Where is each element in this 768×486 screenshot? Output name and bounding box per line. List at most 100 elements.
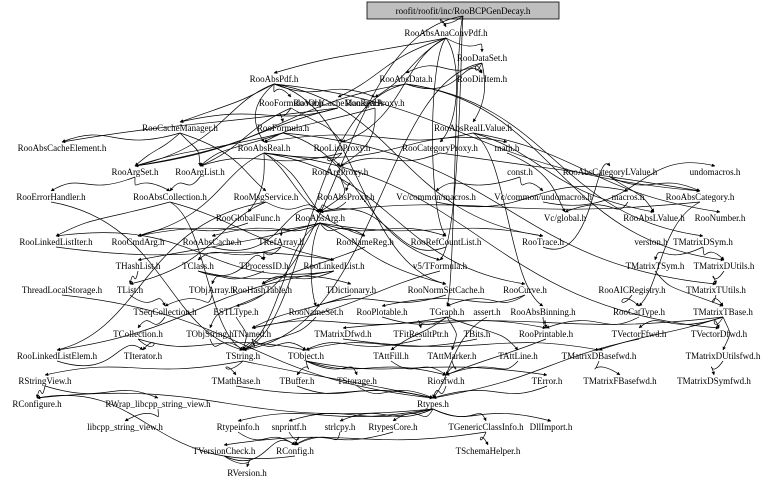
dependency-edge: [381, 294, 526, 308]
header-node: RooAbsRealLValue.h: [434, 123, 512, 133]
dependency-edge: [35, 385, 46, 399]
dependency-edge: [381, 316, 547, 330]
dependency-edge: [197, 254, 265, 277]
header-node: RooArgSet.h: [111, 167, 159, 177]
dependency-edge: [134, 132, 284, 167]
header-node: RooListProxy.h: [314, 143, 371, 153]
dependency-edge: [435, 176, 521, 192]
header-node: RooNumber.h: [695, 213, 746, 223]
dependency-edge: [211, 270, 265, 285]
dependency-edge: [445, 360, 519, 376]
header-node: TError.h: [532, 376, 563, 386]
dependency-edge: [319, 222, 447, 237]
header-node: TMatrixDSymfwd.h: [677, 376, 751, 386]
header-node: TMatrixDUtils.h: [694, 261, 755, 271]
dependency-edge: [290, 107, 343, 143]
dependency-edge: [702, 246, 725, 261]
header-node: RooDirItem.h: [457, 74, 508, 84]
dependency-edge: [61, 294, 434, 400]
header-node: RooAbsCacheElement.h: [18, 143, 107, 153]
dependency-edge: [179, 107, 339, 123]
header-node: RooAbsCategory.h: [666, 192, 735, 202]
dependency-edge: [432, 37, 447, 237]
dependency-edge: [134, 83, 407, 168]
dependency-edge: [164, 294, 213, 307]
dependency-edge: [235, 385, 434, 399]
dependency-edge: [392, 408, 434, 422]
dependency-edge: [129, 294, 166, 307]
header-node: RooNameSet.h: [289, 307, 344, 317]
dependency-edge: [137, 338, 307, 352]
dependency-edge: [273, 83, 447, 285]
dependency-edge: [479, 431, 489, 446]
dependency-edge: [319, 222, 544, 238]
dependency-edge: [235, 15, 464, 308]
dependency-edge: [356, 385, 434, 399]
dependency-edge: [242, 338, 256, 351]
header-node: assert.h: [473, 307, 501, 317]
dependency-edge: [251, 294, 352, 329]
header-node: TList.h: [117, 285, 144, 295]
dependency-edge: [197, 270, 352, 285]
node-labels: roofit/roofit/inc/RooBCPGenDecay.hRooAbs…: [12, 6, 760, 478]
dependency-edge: [472, 132, 721, 214]
dependency-edge: [137, 316, 166, 329]
header-node: ESTLType.h: [213, 307, 259, 317]
dependency-edge: [179, 132, 202, 167]
dependency-edge: [179, 132, 267, 192]
header-node: Riosfwd.h: [427, 376, 465, 386]
dependency-edge: [137, 222, 321, 238]
header-node: TProcessID.h: [239, 261, 289, 271]
dependency-edge: [273, 37, 447, 74]
header-node: RooAbsCategoryLValue.h: [563, 167, 658, 177]
dependency-edge: [472, 132, 544, 307]
dependency-edge: [341, 37, 447, 143]
dependency-edge: [179, 83, 275, 123]
header-node: RooObjCacheManager.h: [293, 98, 383, 108]
header-node: RooLinkedListElem.h: [17, 351, 98, 361]
dependency-edge: [199, 107, 292, 167]
dependency-edge: [305, 360, 447, 376]
header-node: Vc/common/macros.h: [396, 192, 476, 202]
header-node: RStringView.h: [18, 376, 72, 386]
header-node: TAttLine.h: [498, 351, 538, 361]
dependency-edge: [446, 294, 526, 307]
dependency-edge: [137, 152, 265, 237]
header-node: RConfig.h: [276, 446, 314, 456]
dependency-edge: [223, 439, 296, 462]
header-node: THashList.h: [116, 261, 161, 271]
dependency-edge: [564, 201, 629, 213]
dependency-edge: [44, 385, 159, 399]
dependency-edge: [242, 360, 434, 400]
dependency-edge: [223, 455, 251, 468]
header-node: RooPrintable.h: [519, 329, 574, 339]
dependency-edge: [273, 83, 292, 98]
dependency-edge: [339, 152, 441, 167]
dependency-edge: [209, 294, 263, 329]
dependency-edge: [263, 136, 508, 159]
header-node: RooCurve.h: [503, 285, 547, 295]
dependency-edge: [36, 392, 434, 415]
dependency-edge: [251, 270, 441, 330]
dependency-edge: [318, 201, 347, 213]
dependency-edge: [339, 176, 351, 192]
header-node: RooNameReg.h: [336, 237, 394, 247]
dependency-edge: [169, 201, 335, 262]
header-node: undomacros.h: [690, 167, 741, 177]
header-node: TRefArray.h: [258, 237, 304, 247]
header-node: Rtypes.h: [417, 399, 449, 409]
header-node: version.h: [634, 237, 668, 247]
header-node: TAttMarker.h: [427, 351, 477, 361]
dependency-edge: [305, 360, 548, 377]
dependency-edge: [439, 15, 464, 261]
header-node: TVectorDfwd.h: [691, 329, 748, 339]
header-node: RooTrace.h: [522, 237, 564, 247]
dependency-edge: [439, 15, 464, 28]
dependency-edge: [242, 222, 321, 351]
header-node: RooAbsPdf.h: [250, 74, 299, 84]
dependency-edge: [137, 222, 249, 237]
dependency-edge: [199, 152, 343, 167]
header-node: TBuffer.h: [279, 376, 315, 386]
dependency-edge: [129, 201, 267, 285]
